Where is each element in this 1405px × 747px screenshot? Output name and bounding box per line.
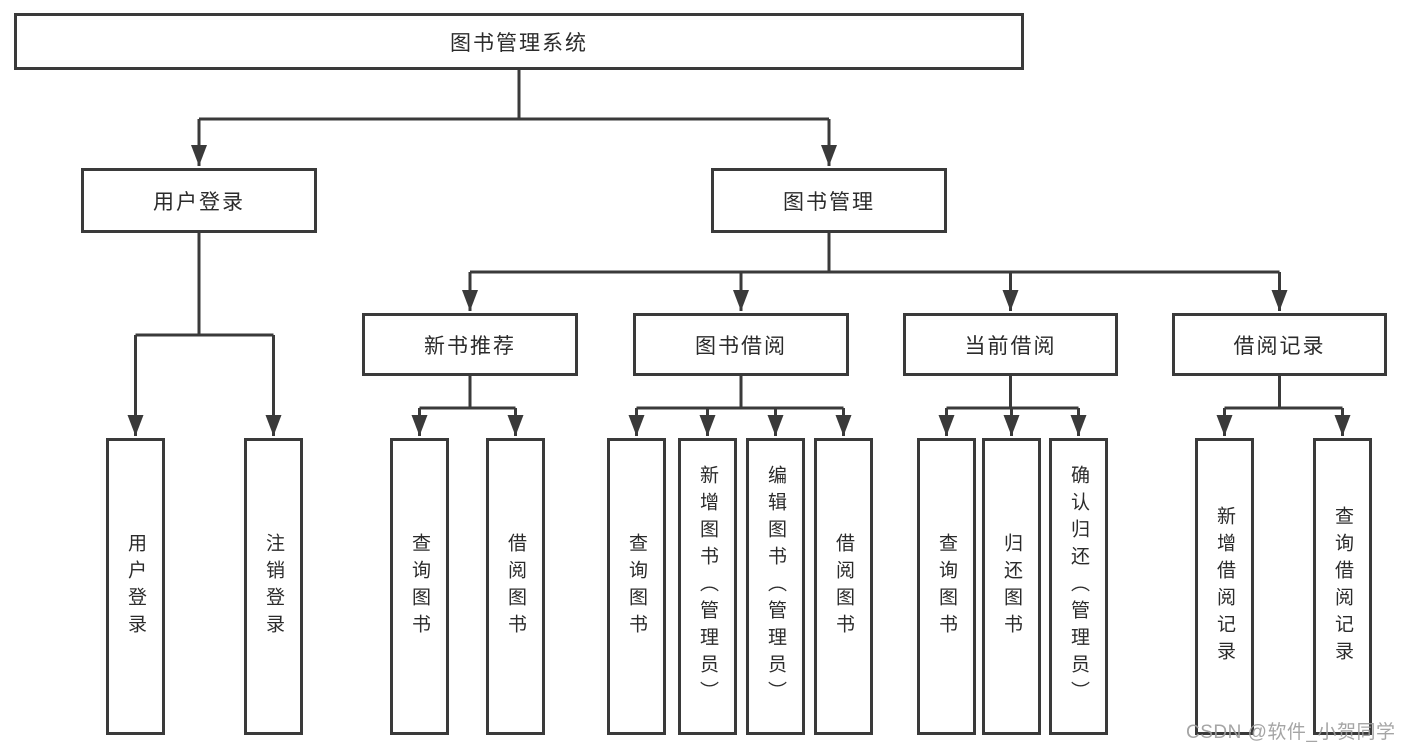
leaf-label: 借阅图书 — [505, 532, 526, 641]
leaf-label: 查询图书 — [409, 532, 430, 641]
leaf-label: 借阅图书 — [833, 532, 854, 641]
csdn-watermark: CSDN @软件_小贺同学 — [1186, 722, 1396, 743]
leaf-borrow-books-2: 借阅图书 — [814, 438, 873, 735]
leaf-label: 查询图书 — [626, 532, 647, 641]
trunk-current-borrowing — [946, 376, 1079, 410]
node-label: 用户登录 — [153, 190, 245, 214]
leaf-logout: 注销登录 — [244, 438, 303, 735]
leaf-label: 新增借阅记录 — [1214, 505, 1235, 668]
node-system-root: 图书管理系统 — [14, 13, 1024, 70]
trunk-user-login — [135, 233, 274, 337]
leaf-return-books: 归还图书 — [982, 438, 1041, 735]
leaf-label: 编辑图书（管理员） — [765, 465, 786, 708]
leaf-label: 查询借阅记录 — [1332, 505, 1353, 668]
leaf-confirm-return-admin: 确认归还（管理员） — [1049, 438, 1108, 735]
leaf-label: 新增图书（管理员） — [697, 465, 718, 708]
node-label: 新书推荐 — [424, 334, 516, 358]
node-new-book-recommend: 新书推荐 — [362, 313, 578, 376]
node-book-management: 图书管理 — [711, 168, 947, 233]
leaf-query-books-1: 查询图书 — [390, 438, 449, 735]
leaf-user-login: 用户登录 — [106, 438, 165, 735]
trunk-borrowing-records — [1224, 376, 1343, 410]
leaf-query-borrow-record: 查询借阅记录 — [1313, 438, 1372, 735]
trunk-book-management — [470, 233, 1280, 274]
node-book-borrowing: 图书借阅 — [633, 313, 849, 376]
node-label: 借阅记录 — [1233, 334, 1326, 358]
node-label: 当前借阅 — [964, 334, 1057, 358]
node-user-login: 用户登录 — [81, 168, 317, 233]
leaf-add-book-admin: 新增图书（管理员） — [678, 438, 737, 735]
leaf-label: 确认归还（管理员） — [1068, 465, 1089, 708]
leaf-query-books-3: 查询图书 — [917, 438, 976, 735]
leaf-label: 注销登录 — [263, 532, 284, 641]
node-label: 图书管理系统 — [450, 31, 588, 55]
leaf-query-books-2: 查询图书 — [607, 438, 666, 735]
node-current-borrowing: 当前借阅 — [903, 313, 1118, 376]
leaf-borrow-books-1: 借阅图书 — [486, 438, 545, 735]
trunk-root — [199, 70, 829, 121]
node-label: 图书借阅 — [695, 334, 787, 358]
leaf-add-borrow-record: 新增借阅记录 — [1195, 438, 1254, 735]
node-label: 图书管理 — [783, 190, 875, 214]
node-borrowing-records: 借阅记录 — [1172, 313, 1387, 376]
trunk-book-borrowing — [636, 376, 844, 410]
trunk-new-book-recommend — [419, 376, 516, 410]
leaf-label: 查询图书 — [936, 532, 957, 641]
leaf-label: 归还图书 — [1001, 532, 1022, 641]
leaf-edit-book-admin: 编辑图书（管理员） — [746, 438, 805, 735]
leaf-label: 用户登录 — [125, 532, 146, 641]
